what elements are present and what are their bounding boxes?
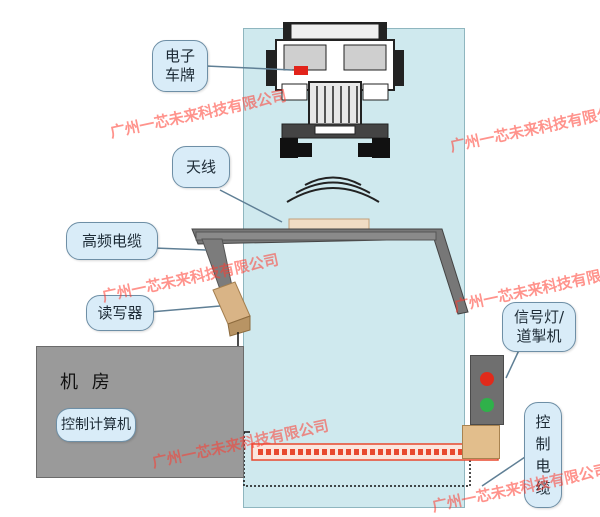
loop-segment — [266, 449, 271, 455]
signal-light-icon — [470, 355, 504, 425]
loop-segment — [394, 449, 399, 455]
loop-segment — [410, 449, 415, 455]
loop-segment — [338, 449, 343, 455]
reader-device-icon — [212, 281, 251, 337]
loop-segment — [322, 449, 327, 455]
loop-segment — [258, 449, 263, 455]
loop-segment — [442, 449, 447, 455]
loop-segment — [274, 449, 279, 455]
green-lamp-icon — [480, 398, 494, 412]
loop-segment — [298, 449, 303, 455]
callout-computer: 控制计算机 — [56, 408, 136, 442]
callout-electronic-plate: 电子 车牌 — [152, 40, 208, 92]
loop-segment — [330, 449, 335, 455]
barrier-gate-icon — [462, 425, 500, 459]
loop-segment — [314, 449, 319, 455]
loop-segment — [370, 449, 375, 455]
machine-room-label: 机 房 — [60, 372, 114, 393]
loop-segment — [402, 449, 407, 455]
rf-waves-icon — [286, 176, 380, 203]
callout-reader: 读写器 — [86, 295, 154, 331]
loop-segment — [354, 449, 359, 455]
loop-segment — [346, 449, 351, 455]
loop-segment — [458, 449, 463, 455]
loop-segment — [362, 449, 367, 455]
loop-segment — [306, 449, 311, 455]
loop-segment — [290, 449, 295, 455]
loop-segment — [282, 449, 287, 455]
loop-segment — [418, 449, 423, 455]
leader-lines — [113, 65, 529, 487]
loop-segment — [378, 449, 383, 455]
callout-antenna: 天线 — [172, 146, 230, 188]
callout-signal-light: 信号灯/ 道掣机 — [502, 302, 576, 352]
loop-segment — [434, 449, 439, 455]
callout-hf-cable: 高频电缆 — [66, 222, 158, 260]
red-lamp-icon — [480, 372, 494, 386]
loop-segment — [450, 449, 455, 455]
callout-control-cable: 控 制 电 缆 — [524, 402, 562, 508]
loop-segment — [426, 449, 431, 455]
control-cable-line — [243, 432, 471, 487]
truck-icon — [266, 22, 404, 158]
loop-segment — [386, 449, 391, 455]
